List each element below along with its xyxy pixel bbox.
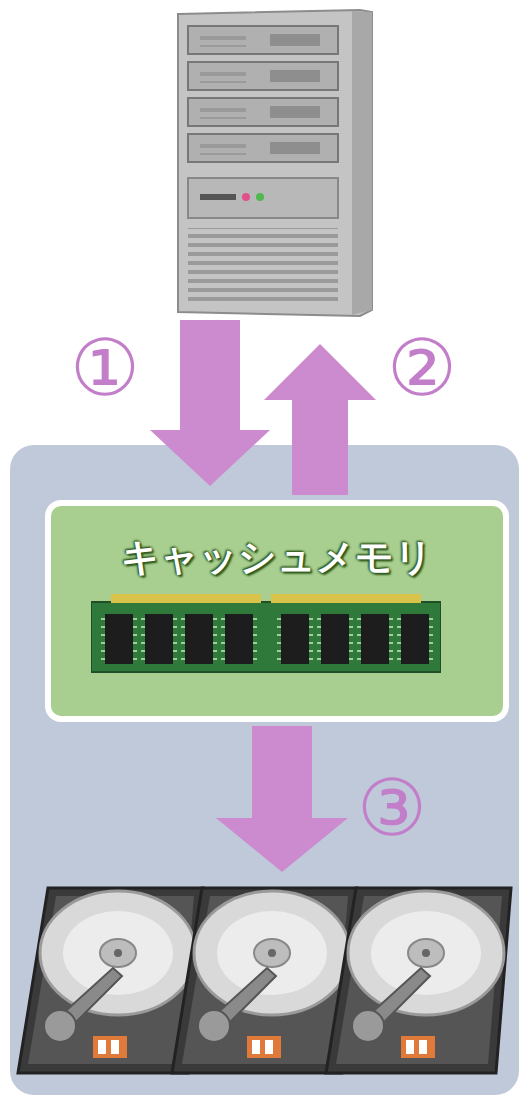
callout-number: ① xyxy=(70,329,140,407)
down-arrow xyxy=(150,320,270,486)
server-illustration xyxy=(178,10,372,316)
memory-module xyxy=(91,594,441,674)
up-arrow xyxy=(264,344,376,495)
down-arrow xyxy=(216,726,348,872)
cache-box: キャッシュメモリ xyxy=(45,500,509,722)
callout-number: ② xyxy=(387,329,457,407)
callout-number: ③ xyxy=(357,769,427,847)
box-title: キャッシュメモリ xyxy=(51,532,503,583)
